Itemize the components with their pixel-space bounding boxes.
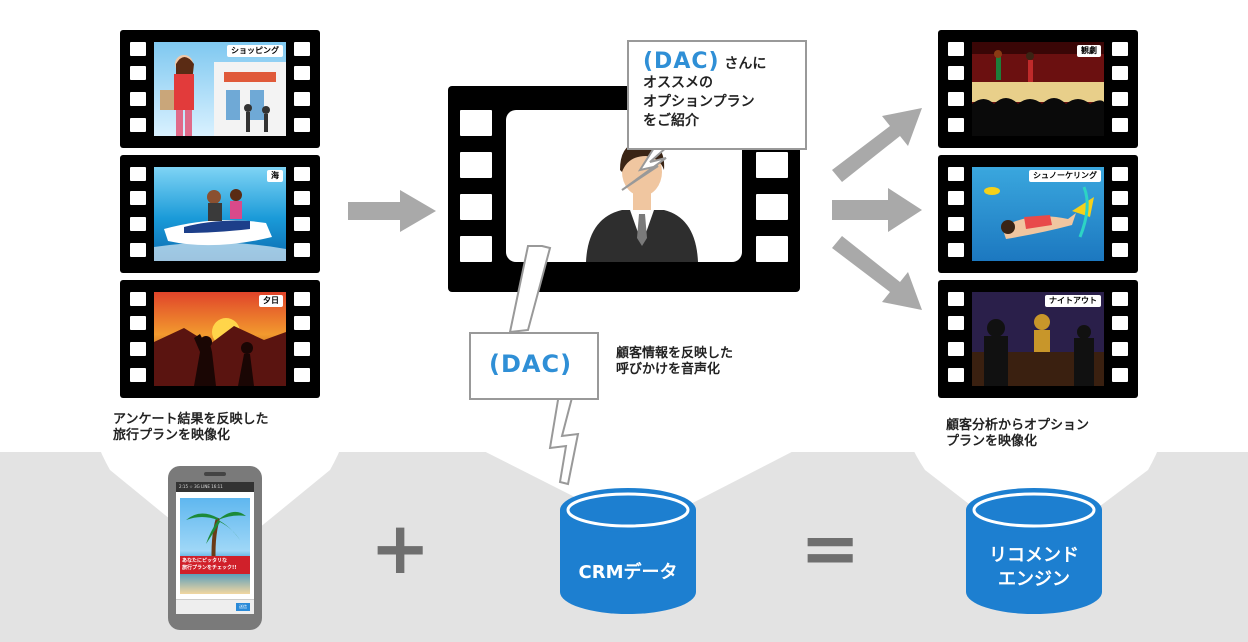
phone-status-bar: 2:15 ☆ 3G LINE 16:11: [176, 482, 254, 492]
film-strip: 観劇: [938, 30, 1138, 148]
scene-tag: シュノーケリング: [1029, 170, 1101, 182]
phone-video: あなたにピッタリな 旅行プランをチェック!!: [180, 498, 250, 594]
scene-tag: ショッピング: [227, 45, 283, 57]
jet-ski-scene: 海: [154, 167, 286, 261]
recommend-label: リコメンド エンジン: [989, 545, 1079, 590]
jet-ski-illustration: [154, 189, 286, 261]
center-caption: 顧客情報を反映した 呼びかけを音声化: [616, 346, 734, 377]
phone-banner: あなたにピッタリな 旅行プランをチェック!!: [180, 556, 250, 574]
scene-tag: 海: [267, 170, 283, 182]
snorkeling-illustration: [984, 186, 1094, 239]
palm-tree-illustration: [186, 511, 246, 569]
arrows-fan: [832, 108, 922, 310]
film-strip: 海: [120, 155, 320, 273]
film-strip: シュノーケリング: [938, 155, 1138, 273]
smartphone: 2:15 ☆ 3G LINE 16:11 あなたにピッタリな 旅行プランをチェッ…: [168, 466, 262, 630]
voice-bubble: (DAC): [469, 332, 599, 400]
nightout-illustration: [972, 314, 1104, 386]
scene-tag: ナイトアウト: [1045, 295, 1101, 307]
right-caption: 顧客分析からオプション プランを映像化: [946, 418, 1090, 449]
sunset-scene: 夕日: [154, 292, 286, 386]
phone-input-bar: 送信: [176, 599, 254, 614]
theater-illustration: [972, 42, 1104, 136]
voice-dac: (DAC): [489, 350, 573, 378]
database-icon: [966, 488, 1102, 614]
speech-bubble: (DAC) さんに オススメの オプションプラン をご紹介: [627, 40, 807, 150]
arrow-right: [348, 190, 436, 232]
nightout-scene: ナイトアウト: [972, 292, 1104, 386]
recommend-engine-database: リコメンド エンジン: [966, 488, 1102, 616]
crm-label: CRMデータ: [578, 562, 678, 583]
voice-lightning: [508, 245, 580, 486]
plus-sign: +: [370, 506, 431, 590]
speech-text: (DAC) さんに オススメの オプションプラン をご紹介: [643, 49, 767, 130]
left-caption: アンケート結果を反映した 旅行プランを映像化: [113, 412, 269, 443]
film-strip: 夕日: [120, 280, 320, 398]
shopping-illustration: [160, 55, 286, 136]
shopping-scene: ショッピング: [154, 42, 286, 136]
dac-name: (DAC): [643, 49, 720, 74]
film-strip: ショッピング: [120, 30, 320, 148]
equals-sign: =: [800, 506, 861, 590]
database-icon: [560, 488, 696, 614]
scene-tag: 夕日: [259, 295, 283, 307]
snorkeling-scene: シュノーケリング: [972, 167, 1104, 261]
film-strip: ナイトアウト: [938, 280, 1138, 398]
crm-database: CRMデータ: [560, 488, 696, 616]
phone-speaker: [204, 472, 226, 476]
phone-send-button[interactable]: 送信: [236, 603, 250, 611]
phone-screen: 2:15 ☆ 3G LINE 16:11 あなたにピッタリな 旅行プランをチェッ…: [176, 482, 254, 614]
scene-tag: 観劇: [1077, 45, 1101, 57]
theater-scene: 観劇: [972, 42, 1104, 136]
sunset-illustration: [154, 318, 286, 386]
